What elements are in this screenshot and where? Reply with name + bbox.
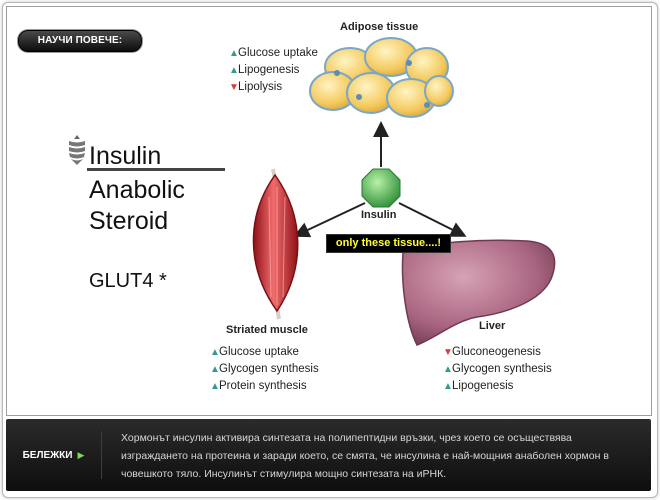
liver-effects-list: ▼Gluconeogenesis ▲Glycogen synthesis ▲Li… — [443, 344, 552, 395]
insulin-molecule-icon — [361, 168, 401, 208]
up-arrow-icon: ▲ — [229, 65, 239, 76]
adipose-tissue-label: Adipose tissue — [340, 21, 419, 33]
adipose-effects-list: ▲Glucose uptake ▲Lipogenesis ▼Lipolysis — [229, 45, 318, 96]
insulin-label: Insulin — [361, 209, 397, 221]
notes-panel: БЕЛЕЖКИ▶ Хормонът инсулин активира синте… — [6, 419, 651, 491]
adipose-tissue-illustration — [309, 37, 454, 118]
notes-divider — [101, 431, 102, 479]
muscle-effect-glycogen-synthesis: ▲Glycogen synthesis — [210, 361, 319, 378]
notes-tab[interactable]: БЕЛЕЖКИ▶ — [22, 450, 85, 461]
callout-label: only these tissue....! — [326, 234, 451, 253]
liver-effect-gluconeogenesis: ▼Gluconeogenesis — [443, 344, 552, 361]
up-arrow-icon: ▲ — [443, 364, 453, 375]
striated-muscle-illustration — [252, 168, 299, 320]
muscle-effects-list: ▲Glucose uptake ▲Glycogen synthesis ▲Pro… — [210, 344, 319, 395]
striated-muscle-label: Striated muscle — [226, 324, 308, 336]
muscle-effect-protein-synthesis: ▲Protein synthesis — [210, 378, 319, 395]
down-arrow-icon: ▼ — [229, 82, 239, 93]
notes-text: Хормонът инсулин активира синтезата на п… — [121, 432, 609, 480]
adipose-effect-glucose-uptake: ▲Glucose uptake — [229, 45, 318, 62]
down-arrow-icon: ▼ — [443, 347, 453, 358]
play-arrow-icon: ▶ — [77, 450, 85, 460]
title-line-insulin: Insulin — [89, 142, 162, 170]
title-underline — [87, 168, 225, 171]
shield-logo-icon — [69, 135, 85, 165]
liver-illustration — [401, 239, 556, 346]
learn-more-button[interactable]: НАУЧИ ПОВЕЧЕ: — [18, 30, 142, 52]
muscle-effect-glucose-uptake: ▲Glucose uptake — [210, 344, 319, 361]
glut4-label: GLUT4 * — [89, 270, 167, 292]
adipose-effect-lipogenesis: ▲Lipogenesis — [229, 62, 318, 79]
up-arrow-icon: ▲ — [210, 347, 220, 358]
title-line-steroid: Steroid — [89, 207, 169, 235]
up-arrow-icon: ▲ — [210, 381, 220, 392]
liver-label: Liver — [479, 320, 506, 332]
up-arrow-icon: ▲ — [210, 364, 220, 375]
liver-effect-lipogenesis: ▲Lipogenesis — [443, 378, 552, 395]
up-arrow-icon: ▲ — [229, 48, 239, 59]
adipose-effect-lipolysis: ▼Lipolysis — [229, 79, 318, 96]
insulin-diagram — [252, 37, 556, 346]
liver-effect-glycogen-synthesis: ▲Glycogen synthesis — [443, 361, 552, 378]
up-arrow-icon: ▲ — [443, 381, 453, 392]
title-line-anabolic: Anabolic — [89, 176, 185, 204]
slide-area: НАУЧИ ПОВЕЧЕ: Insulin Anabolic Steroid G… — [6, 6, 652, 416]
